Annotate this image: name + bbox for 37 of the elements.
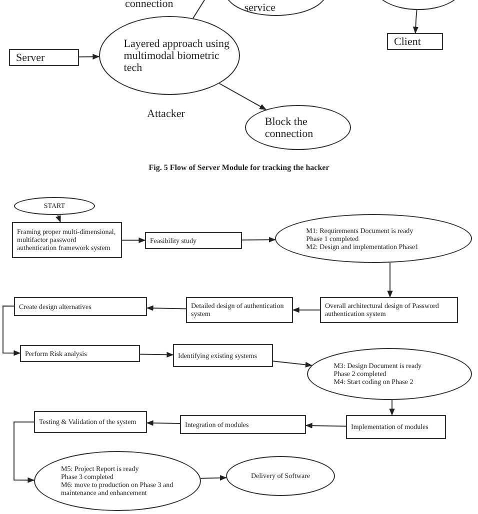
arrow bbox=[242, 236, 276, 242]
arrow bbox=[200, 475, 227, 481]
process-box bbox=[34, 411, 147, 433]
arrow bbox=[218, 82, 267, 110]
arrow bbox=[387, 262, 393, 298]
arrow bbox=[122, 237, 146, 244]
process-box bbox=[320, 297, 458, 323]
arrow bbox=[412, 10, 418, 34]
arrow bbox=[78, 54, 100, 60]
node-text: Block the connection bbox=[264, 116, 314, 140]
process-box bbox=[145, 232, 242, 249]
process-box bbox=[14, 297, 147, 316]
process-box bbox=[20, 345, 140, 362]
arrow bbox=[389, 400, 395, 416]
process-box bbox=[387, 33, 443, 50]
edge-label: connection bbox=[125, 0, 174, 10]
figure-caption: Fig. 5 Flow of Server Module for tracking the hacker bbox=[148, 162, 330, 174]
node-text: service bbox=[243, 2, 276, 14]
process-box bbox=[346, 415, 446, 439]
process-box bbox=[173, 344, 273, 367]
arrow bbox=[140, 352, 174, 358]
node-text: Server bbox=[16, 52, 45, 64]
process-box bbox=[12, 222, 122, 258]
process-box bbox=[186, 297, 293, 323]
arrow bbox=[14, 422, 35, 483]
arrow bbox=[272, 360, 312, 368]
arrow bbox=[305, 422, 346, 428]
arrow bbox=[292, 307, 320, 313]
node-text: Client bbox=[394, 36, 421, 48]
arrow bbox=[146, 305, 186, 311]
arrow bbox=[146, 420, 180, 426]
process-box bbox=[180, 415, 306, 434]
arrow bbox=[56, 214, 61, 223]
node-text: Layered approach using multimodal biometric tech bbox=[122, 38, 230, 74]
process-box bbox=[9, 49, 79, 66]
arrow bbox=[2, 306, 21, 356]
edge-label: Attacker bbox=[147, 109, 185, 120]
